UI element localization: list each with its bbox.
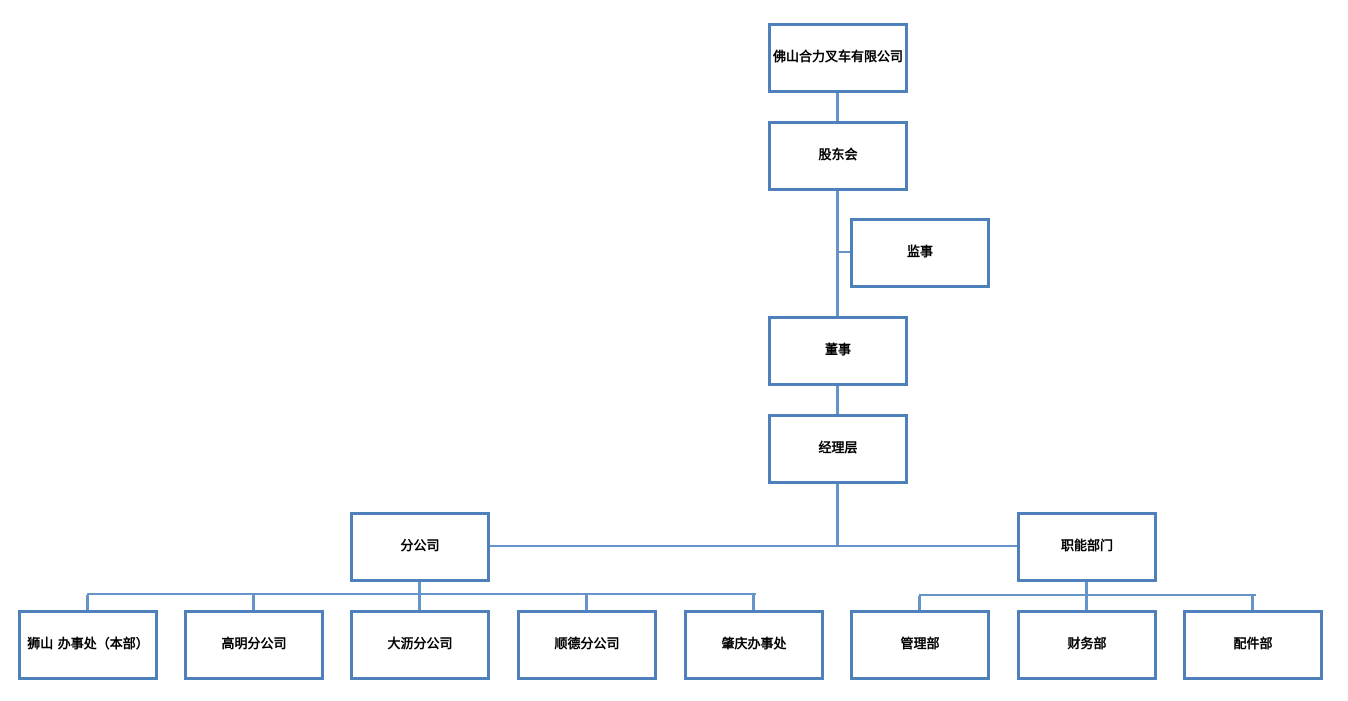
connector-stub-gaoming: [252, 595, 255, 610]
node-functional: 职能部门: [1017, 512, 1157, 582]
connector-stub-shishan: [86, 595, 89, 610]
node-management-label: 经理层: [818, 441, 858, 457]
node-zhaoqing-office-label: 肇庆办事处: [721, 637, 787, 653]
connector-supervisors-stub: [839, 251, 850, 253]
node-branches: 分公司: [350, 512, 490, 582]
node-finance-dept-label: 财务部: [1067, 637, 1107, 653]
node-company-label: 佛山合力叉车有限公司: [772, 50, 903, 66]
node-supervisors: 监事: [850, 218, 990, 288]
node-parts-dept: 配件部: [1183, 610, 1323, 680]
node-gaoming-branch: 高明分公司: [184, 610, 324, 680]
connector-directors-management: [836, 386, 839, 414]
connector-mid-horizontal: [490, 545, 1017, 547]
node-company: 佛山合力叉车有限公司: [768, 23, 908, 93]
connector-stub-zhaoqing: [752, 595, 755, 610]
connector-stub-shunde: [585, 595, 588, 610]
node-zhaoqing-office: 肇庆办事处: [684, 610, 824, 680]
node-gaoming-branch-label: 高明分公司: [221, 637, 287, 653]
node-directors-label: 董事: [824, 343, 851, 359]
node-shishan-office-label: 狮山 办事处（本部）: [27, 637, 149, 653]
node-shunde-branch-label: 顺德分公司: [554, 637, 620, 653]
connector-functional-horizontal: [919, 594, 1256, 596]
node-functional-label: 职能部门: [1060, 539, 1113, 555]
node-shunde-branch: 顺德分公司: [517, 610, 657, 680]
node-dali-branch-label: 大沥分公司: [387, 637, 453, 653]
connector-management-down: [836, 484, 839, 547]
node-shishan-office: 狮山 办事处（本部）: [18, 610, 158, 680]
connector-functional-down: [1085, 582, 1088, 610]
node-shareholders: 股东会: [768, 121, 908, 191]
node-finance-dept: 财务部: [1017, 610, 1157, 680]
node-admin-dept: 管理部: [850, 610, 990, 680]
connector-company-shareholders: [836, 93, 839, 121]
node-parts-dept-label: 配件部: [1233, 637, 1273, 653]
node-branches-label: 分公司: [400, 539, 440, 555]
node-management: 经理层: [768, 414, 908, 484]
connector-stub-parts: [1251, 596, 1254, 610]
connector-branches-horizontal: [87, 593, 756, 595]
node-directors: 董事: [768, 316, 908, 386]
node-supervisors-label: 监事: [906, 245, 933, 261]
node-shareholders-label: 股东会: [818, 148, 858, 164]
connector-stub-admin: [918, 596, 921, 610]
node-admin-dept-label: 管理部: [900, 637, 940, 653]
node-dali-branch: 大沥分公司: [350, 610, 490, 680]
connector-shareholders-directors: [836, 191, 839, 316]
connector-branches-down: [418, 582, 421, 610]
